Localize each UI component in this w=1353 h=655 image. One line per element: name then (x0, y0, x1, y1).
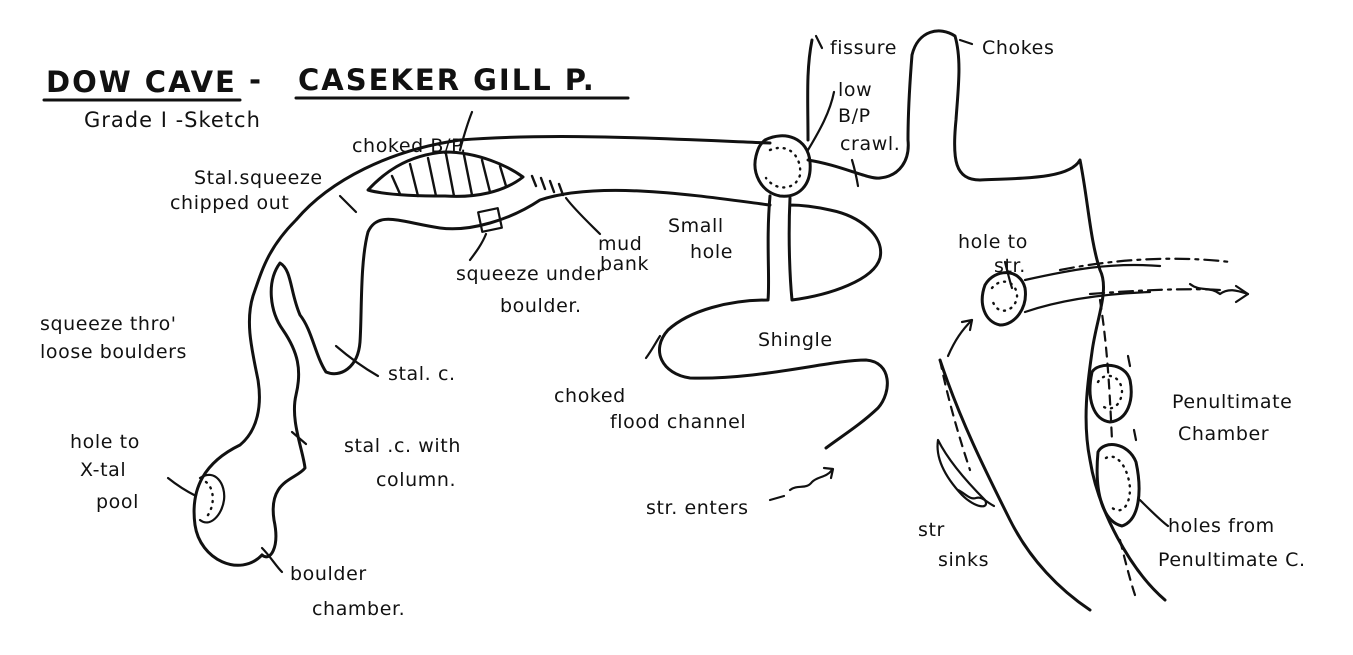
label-fissure: fissure (830, 37, 897, 59)
label-choked-flood-1: choked (554, 385, 626, 407)
label-choked-bp: choked B/P. (352, 135, 467, 157)
label-low-bp-1: low (838, 79, 872, 101)
penultimate-tick-1 (1126, 354, 1132, 368)
right-main-wall (978, 158, 1167, 602)
stream-enters-arrowhead (822, 466, 835, 480)
penultimate-tick-2 (1132, 428, 1138, 442)
label-holes-from-1: holes from (1168, 515, 1275, 537)
leader-low-bp (850, 158, 860, 188)
label-stal-c: stal. c. (388, 363, 456, 385)
passage-inner-wall (260, 188, 772, 559)
leader-boulder-chamber (260, 546, 284, 574)
stream-passage-upper (1023, 263, 1162, 282)
stream-sinks-arrow (956, 488, 996, 508)
stream-passage-lower (1023, 290, 1152, 314)
label-hole-xtal-3: pool (96, 491, 139, 513)
loop-passage-inner (787, 196, 883, 302)
label-penultimate-1: Penultimate (1172, 391, 1292, 413)
xtal-pool-hole-dots (204, 480, 214, 520)
leader-choked-flood (644, 334, 662, 360)
chokes-mark (958, 38, 974, 46)
choked-bp-hatching (390, 152, 508, 198)
dashed-passage-3 (1118, 538, 1137, 597)
loop-passage (658, 194, 889, 450)
label-hole-xtal-1: hole to (70, 431, 140, 453)
stream-enters-arrow (788, 468, 834, 492)
label-str-sinks-1: str (918, 519, 945, 541)
title-caseker-gill: CASEKER GILL P. (298, 63, 596, 97)
label-mud-bank-1: mud (598, 233, 642, 255)
label-holes-from-2: Penultimate C. (1158, 549, 1306, 571)
label-low-bp-2: B/P (838, 105, 871, 127)
passage-outer-wall (192, 135, 772, 567)
choked-bedding-plane (366, 150, 525, 198)
leader-xtal-pool (166, 476, 198, 498)
penultimate-hole-upper (1088, 363, 1133, 424)
label-low-bp-3: crawl. (840, 133, 900, 155)
label-str-sinks-2: sinks (938, 549, 989, 571)
leader-holes-from (1138, 498, 1170, 528)
label-hole-to-str-1: hole to (958, 231, 1028, 253)
squeeze-mark-2 (290, 430, 308, 446)
squeeze-mark-1 (338, 194, 358, 214)
small-hole-dots (764, 146, 802, 189)
label-penultimate-2: Chamber (1178, 423, 1269, 445)
label-mud-bank-2: bank (600, 253, 649, 275)
dashed-passage-1 (938, 358, 972, 472)
stream-passage-upper-dashdot (1058, 257, 1232, 272)
label-small-hole-2: hole (690, 241, 733, 263)
title-dow-cave: DOW CAVE (46, 65, 237, 99)
upper-chamber-divider (806, 90, 836, 152)
small-hole (753, 134, 812, 198)
title-dash: - (249, 63, 263, 97)
stream-passage-lower-dashdot (1088, 288, 1222, 296)
xtal-pool-hole (198, 473, 226, 524)
leader-mud-bank (564, 196, 602, 236)
label-str-enters: str. enters (646, 497, 749, 519)
label-shingle: Shingle (758, 329, 833, 351)
label-squeeze-under-2: boulder. (500, 295, 582, 317)
label-squeeze-thro-1: squeeze thro' (40, 313, 177, 335)
penultimate-hole-lower-dots (1104, 455, 1132, 512)
boulder-squeeze-symbol (477, 207, 503, 233)
mud-bank-marks (530, 174, 565, 197)
dashed-passage-2 (1098, 298, 1114, 442)
label-stal-c-column-2: column. (376, 469, 456, 491)
label-squeeze-under-1: squeeze under (456, 263, 605, 285)
hole-to-stream-dots (990, 280, 1019, 312)
stream-up-arrow (946, 318, 974, 358)
label-hole-xtal-2: X-tal (80, 459, 126, 481)
subtitle: Grade I -Sketch (84, 108, 261, 132)
fissure-mark (814, 34, 824, 50)
penultimate-hole-lower (1095, 443, 1141, 528)
label-hole-to-str-2: str. (994, 255, 1026, 277)
lower-right-wall (938, 358, 1092, 612)
stream-flow-arrow (1188, 282, 1250, 296)
leader-choked-bp (458, 110, 474, 152)
label-stal-squeeze-2: chipped out (170, 192, 289, 214)
leader-stal-c (334, 344, 380, 378)
stream-arrowhead-right (1234, 284, 1250, 304)
label-boulder-chamber-1: boulder (290, 563, 367, 585)
penultimate-hole-upper-dots (1096, 374, 1124, 410)
stream-up-arrowhead (960, 318, 974, 332)
label-squeeze-thro-2: loose boulders (40, 341, 187, 363)
label-stal-squeeze-1: Stal.squeeze (194, 167, 323, 189)
upper-chamber-wall (806, 29, 982, 182)
leader-hole-to-str (1003, 260, 1014, 290)
label-small-hole-1: Small (668, 215, 724, 237)
leader-str-enters (768, 494, 786, 502)
hole-to-stream (980, 271, 1027, 327)
label-boulder-chamber-2: chamber. (312, 598, 405, 620)
leader-squeeze-boulder (468, 232, 488, 262)
label-stal-c-column-1: stal .c. with (344, 435, 461, 457)
label-chokes: Chokes (982, 37, 1054, 59)
label-choked-flood-2: flood channel (610, 411, 746, 433)
stream-sink-outline (936, 438, 988, 508)
